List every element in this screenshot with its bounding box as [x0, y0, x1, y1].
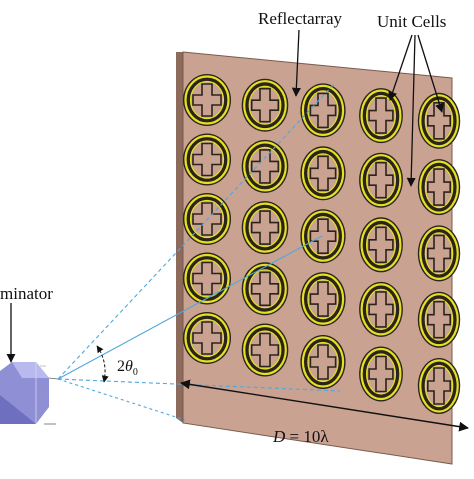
unit-cell	[183, 252, 231, 305]
unit-cell	[417, 159, 461, 216]
illuminator-label: minator	[0, 284, 53, 303]
unit-cell	[417, 225, 461, 282]
unit-cell	[417, 291, 461, 348]
unit-cells-leader-arrow-3	[417, 34, 444, 113]
unit-cells-leader-arrow-1	[388, 34, 413, 101]
unit-cell	[241, 323, 289, 377]
unit-cell	[241, 201, 289, 255]
angle-label: 2θ0	[117, 359, 138, 378]
unit-cell	[359, 281, 403, 337]
unit-cell	[300, 209, 346, 264]
unit-cell	[183, 133, 231, 186]
unit-cell	[417, 358, 461, 414]
reflectarray-leader-arrow	[291, 29, 301, 97]
unit-cell	[300, 335, 346, 389]
unit-cell	[241, 78, 289, 132]
unit-cell	[183, 74, 231, 126]
unit-cell	[359, 88, 403, 144]
angle-symbol: θ	[125, 358, 133, 375]
reflectarray-label: Reflectarray	[258, 9, 342, 28]
ray-upper	[57, 82, 336, 380]
unit-cell	[359, 346, 403, 402]
unit-cell	[300, 146, 346, 201]
angle-arc	[96, 345, 109, 383]
angle-subscript: 0	[132, 367, 138, 379]
unit-cell	[241, 139, 289, 193]
unit-cell	[359, 217, 403, 273]
unit-cells-leader-arrow-2	[406, 34, 416, 187]
angle-prefix: 2	[117, 358, 125, 375]
dimension-value: = 10λ	[285, 427, 329, 446]
unit-cell	[241, 262, 289, 316]
unit-cell	[300, 272, 346, 327]
unit-cell	[183, 312, 231, 364]
unit-cell	[359, 152, 403, 208]
panel-side	[176, 52, 183, 423]
unit-cell	[300, 83, 346, 138]
unit-cell	[417, 92, 461, 149]
dimension-symbol: D	[273, 427, 286, 446]
ray-inner	[57, 378, 186, 421]
dimension-arrow	[180, 379, 469, 432]
dimension-label: D = 10λ	[273, 428, 329, 445]
feed-horn-icon	[0, 362, 59, 425]
unit-cells-label: Unit Cells	[377, 12, 447, 31]
